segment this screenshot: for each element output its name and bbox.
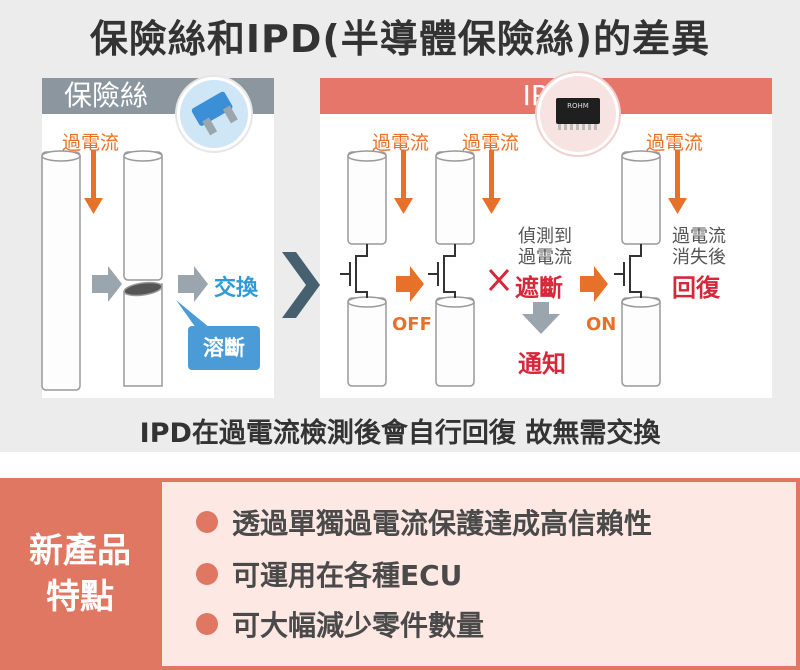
ipd-overcurrent-label-1: 過電流: [372, 132, 430, 154]
fuse-overcurrent-label: 過電流: [62, 132, 120, 154]
recover-note: 過電流消失後: [672, 226, 726, 268]
ipd-chip-icon: ROHM: [535, 71, 621, 157]
off-label: OFF: [392, 314, 432, 335]
features-list: [162, 482, 796, 666]
fuse-arrow-2: [178, 266, 208, 302]
feature-text: 可運用在各種ECU: [232, 559, 463, 592]
features-heading: 新產品 特點: [0, 478, 160, 670]
melt-bubble-pointer: [176, 300, 210, 328]
fuse-cylinders: [41, 150, 163, 391]
bullet-icon: [196, 613, 218, 635]
fuse-icon: [175, 75, 253, 153]
recover-label: 回復: [672, 274, 720, 302]
feature-text: 透過單獨過電流保護達成高信賴性: [232, 507, 653, 540]
transition-arrow: [282, 252, 320, 318]
diagram-graphics: ROHM: [41, 71, 687, 391]
feature-item: 可大幅減少零件數量: [196, 604, 484, 644]
ipd-overcurrent-arrows: [394, 150, 687, 214]
bullet-icon: [196, 511, 218, 533]
notify-label: 通知: [518, 350, 566, 378]
features-heading-line2: 特點: [46, 577, 114, 617]
cutoff-x-icon: [488, 268, 510, 292]
cutoff-label: 遮斷: [515, 274, 563, 302]
caption: IPD在過電流檢測後會自行回復 故無需交換: [139, 418, 661, 449]
transistor-symbols: [340, 244, 642, 298]
chip-label: ROHM: [567, 102, 589, 110]
page-title: 保險絲和IPD(半導體保險絲)的差異: [89, 17, 711, 61]
off-arrow: [396, 266, 424, 302]
melt-bubble: 溶斷: [188, 326, 260, 370]
notify-arrow: [522, 302, 560, 334]
fuse-arrow-1: [92, 266, 122, 302]
ipd-overcurrent-label-2: 過電流: [462, 132, 520, 154]
bullet-icon: [196, 563, 218, 585]
ipd-cylinders: [347, 150, 661, 387]
detect-label: 偵測到過電流: [518, 226, 572, 268]
features-heading-line1: 新產品: [29, 531, 131, 571]
ipd-overcurrent-label-3: 過電流: [646, 132, 704, 154]
on-label: ON: [586, 314, 617, 335]
fuse-overcurrent-arrow: [84, 150, 103, 214]
feature-item: 透過單獨過電流保護達成高信賴性: [196, 502, 652, 542]
feature-text: 可大幅減少零件數量: [232, 609, 485, 642]
on-arrow: [580, 266, 608, 302]
swap-label: 交換: [214, 276, 259, 301]
feature-item: 可運用在各種ECU: [196, 554, 462, 594]
